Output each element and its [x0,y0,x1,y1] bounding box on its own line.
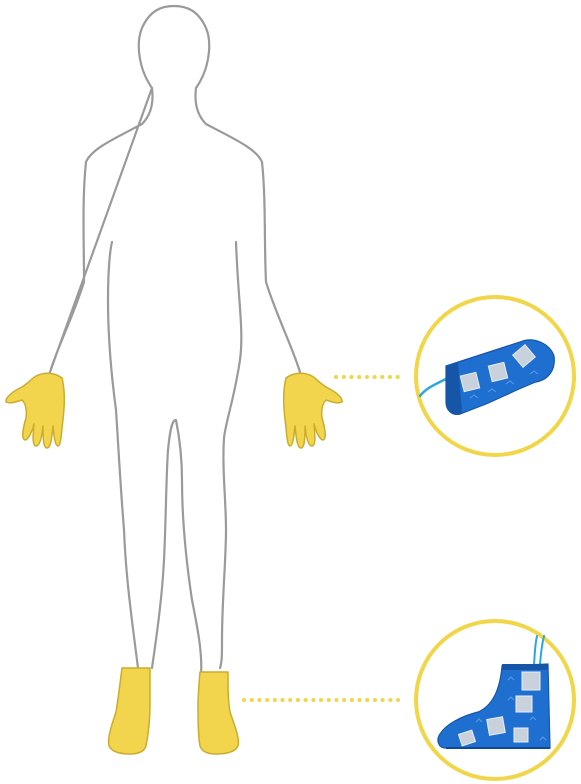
sock-electrode-pad [514,728,528,742]
sock-band [502,664,548,670]
right-foot-highlight [198,672,238,754]
glove-electrode-pad [460,372,479,391]
sock-electrode-pad [516,696,532,712]
glove-electrode-pad [488,362,507,381]
sock-electrode-pad [522,672,540,690]
right-hand-highlight [284,373,342,448]
left-foot-highlight [109,668,150,754]
human-silhouette-icon [50,6,300,684]
sock-callout [416,621,574,779]
left-hand-highlight [6,373,64,448]
glove-callout [416,297,574,455]
body-outline [50,6,300,684]
sock-electrode-pad [487,717,506,736]
